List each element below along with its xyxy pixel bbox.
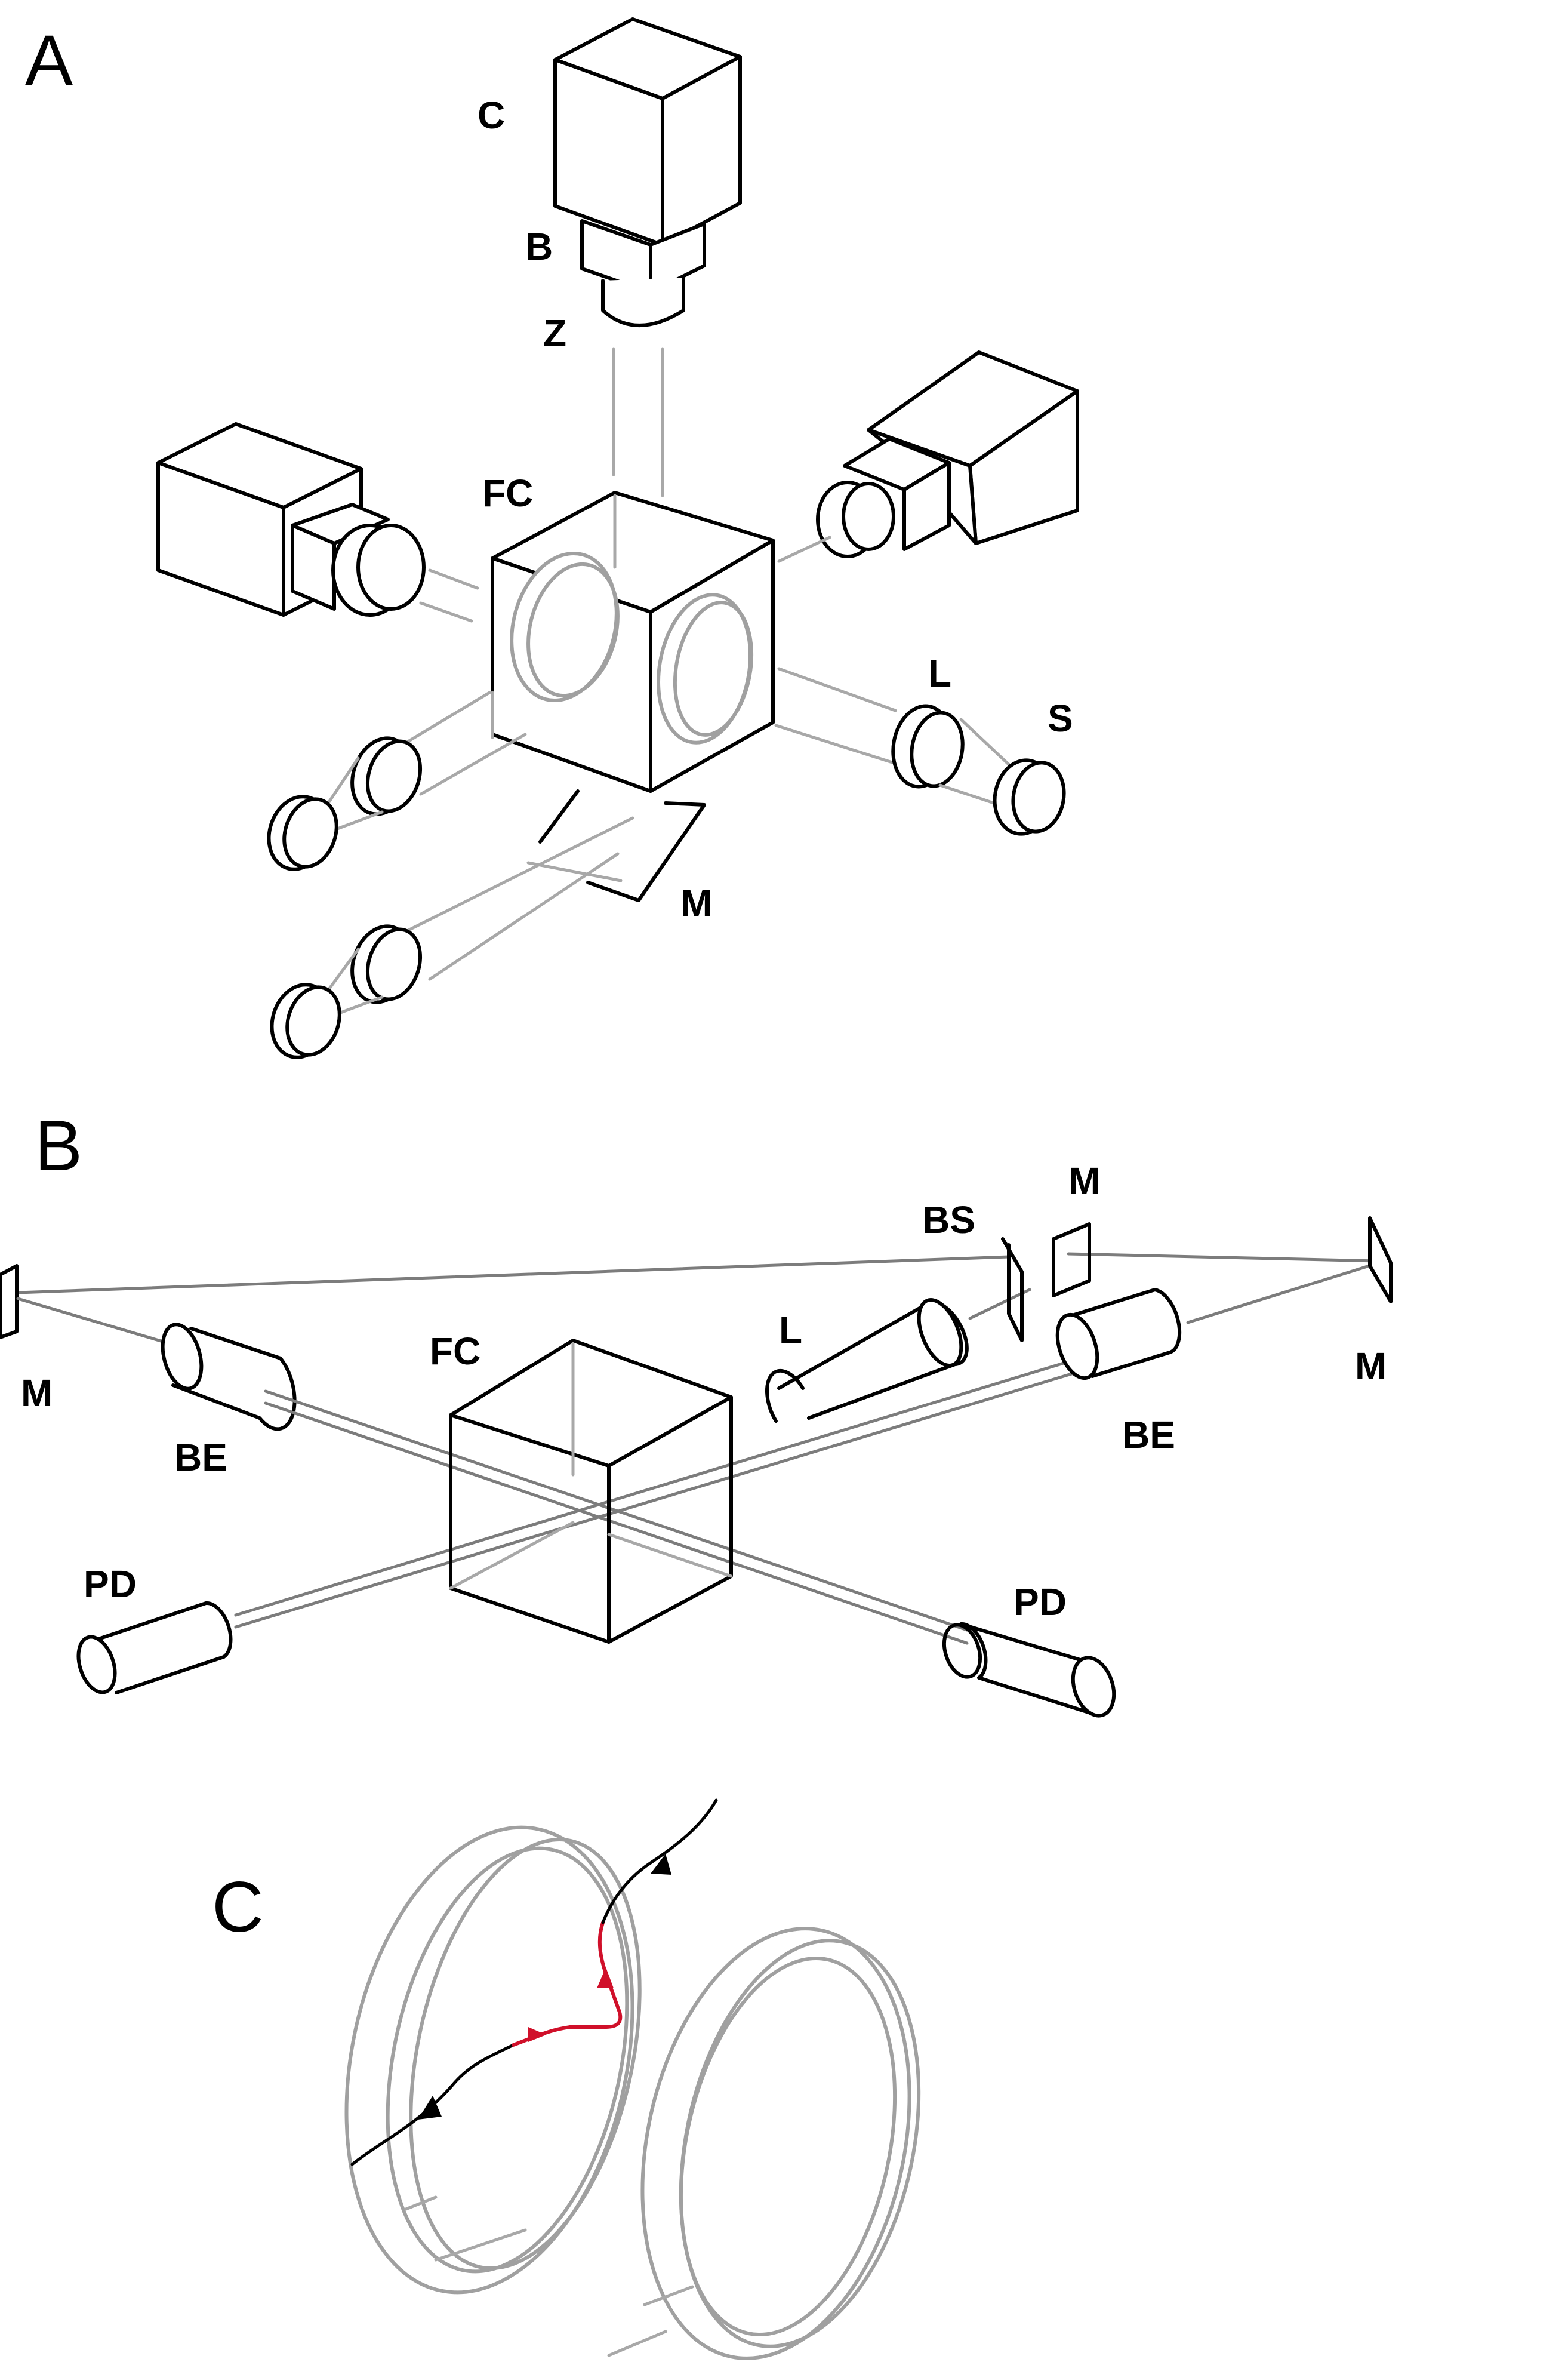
panel-b: B M BE FC <box>0 1106 1393 1718</box>
label-m-a: M <box>680 882 712 925</box>
right-camera <box>816 350 1079 558</box>
photodiode-right <box>942 1622 1116 1718</box>
panel-c: C <box>212 1798 921 2360</box>
label-m-left: M <box>21 1371 53 1414</box>
label-z: Z <box>543 312 566 355</box>
beam-expander-left <box>161 1323 297 1431</box>
left-camera <box>156 422 426 617</box>
beam-expander-right <box>1055 1288 1182 1380</box>
label-l-a: L <box>928 652 951 695</box>
top-camera <box>553 17 742 327</box>
label-be-right: BE <box>1122 1413 1175 1456</box>
label-s-a: S <box>1048 697 1073 740</box>
arrow-out-icon <box>651 1854 671 1875</box>
label-m-right: M <box>1355 1345 1387 1388</box>
label-bs: BS <box>922 1198 975 1241</box>
photodiode-left <box>76 1601 233 1694</box>
label-be-left: BE <box>174 1436 227 1479</box>
panel-b-letter: B <box>35 1106 82 1186</box>
panel-a-letter: A <box>25 20 73 100</box>
label-fc-b: FC <box>430 1330 480 1373</box>
arrow-in-icon <box>418 2096 442 2120</box>
arrow-red-1-icon <box>528 2027 546 2042</box>
label-l-b: L <box>779 1309 802 1352</box>
panel-c-letter: C <box>212 1867 264 1947</box>
label-pd-left: PD <box>84 1563 137 1606</box>
label-fc-a: FC <box>482 472 533 515</box>
flow-cell-cube-b <box>449 1339 733 1644</box>
flow-cell-cube <box>491 491 775 793</box>
label-c: C <box>478 94 505 137</box>
panel-a: A C B Z FC <box>25 17 1079 1059</box>
arrow-red-2-icon <box>597 1967 614 1988</box>
lens-l-b <box>765 1298 969 1423</box>
label-b: B <box>525 225 553 268</box>
label-m-top: M <box>1068 1160 1100 1202</box>
label-pd-right: PD <box>1013 1580 1067 1623</box>
